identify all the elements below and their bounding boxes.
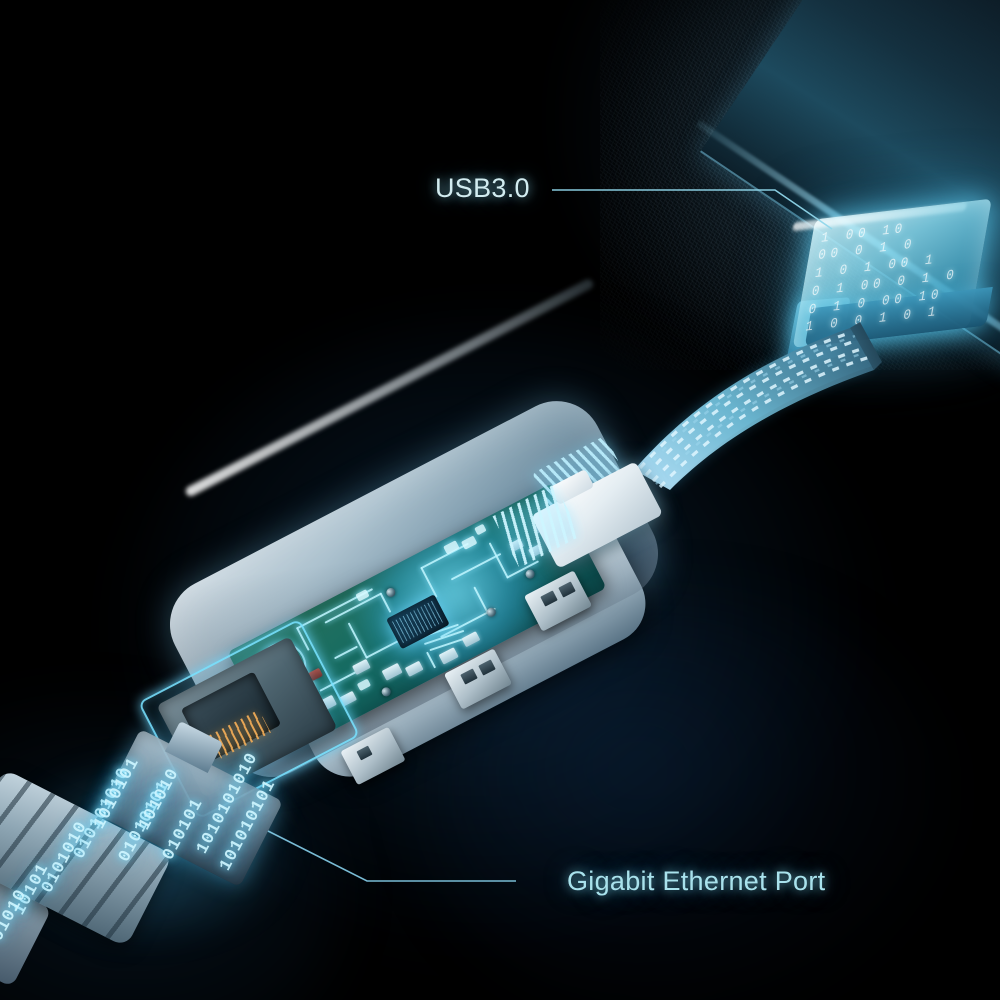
callout-label-usb: USB3.0 bbox=[435, 173, 530, 203]
ethernet-cable: 010101010 1010101 01010101 101010 010101… bbox=[0, 720, 350, 1000]
